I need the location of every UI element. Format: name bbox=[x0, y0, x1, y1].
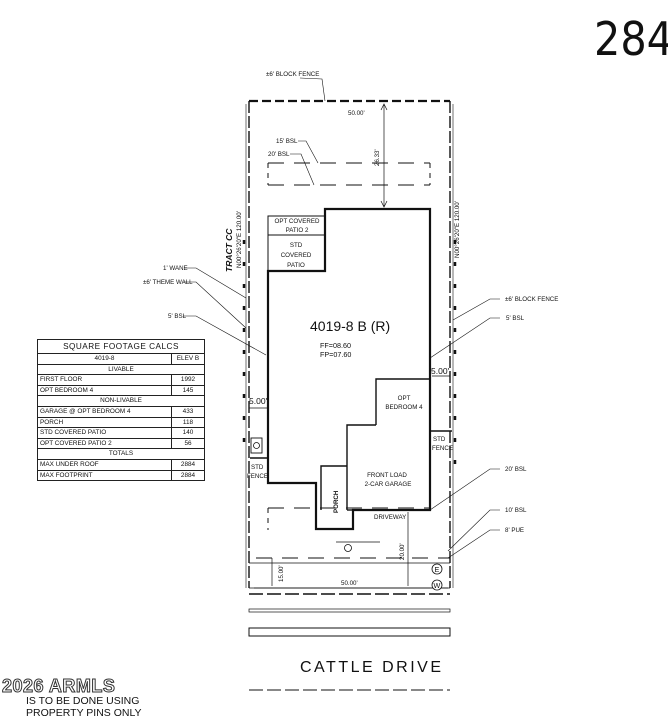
table-row-label: FIRST FLOOR bbox=[37, 374, 172, 386]
bsl-20-label: 20' BSL bbox=[268, 151, 290, 158]
table-row-label: OPT COVERED PATIO 2 bbox=[37, 438, 172, 450]
driveway-label: DRIVEWAY bbox=[374, 514, 406, 521]
watermark: 2026 ARMLS IS TO BE DONE USING PROPERTY … bbox=[0, 672, 142, 720]
std-covered-patio-label: STD bbox=[290, 242, 303, 249]
top-width-dimension: 50.00' bbox=[348, 110, 365, 117]
finished-floor-elevation: FF=08.60 bbox=[320, 341, 351, 350]
street bbox=[248, 593, 451, 691]
lot-boundary bbox=[242, 99, 457, 588]
porch-label: PORCH bbox=[333, 490, 340, 513]
table-title: SQUARE FOOTAGE CALCS bbox=[37, 339, 205, 354]
square-footage-table: SQUARE FOOTAGE CALCS 4019-8 ELEV B LIVAB… bbox=[37, 339, 205, 482]
dim-15: 15.00' bbox=[278, 565, 285, 582]
table-header-plan: 4019-8 bbox=[37, 353, 172, 365]
watermark-line-2: PROPERTY PINS ONLY bbox=[26, 707, 142, 719]
bearing-right: N00°26'20"E 120.00' bbox=[454, 201, 461, 258]
table-row-value: 2884 bbox=[171, 470, 205, 482]
garage-label: FRONT LOAD bbox=[367, 472, 407, 479]
std-covered-patio-label-2: COVERED bbox=[281, 252, 312, 259]
dim-5-left: 5.00' bbox=[249, 396, 268, 406]
table-row-value: 145 bbox=[171, 385, 205, 397]
table-header-elev: ELEV B bbox=[171, 353, 205, 365]
std-fence-right-label: STD bbox=[433, 436, 446, 443]
table-row-label: GARAGE @ OPT BEDROOM 4 bbox=[37, 406, 172, 418]
house-footprint bbox=[266, 207, 432, 531]
table-row-label: STD COVERED PATIO bbox=[37, 427, 172, 439]
rear-setback-dimension: 26.33' bbox=[374, 149, 381, 166]
opt-covered-patio-2-label-2: PATIO 2 bbox=[286, 227, 309, 234]
bearing-left: N00°26'20"E 120.00' bbox=[236, 211, 243, 268]
std-fence-left-label-2: FENCE bbox=[247, 473, 268, 480]
table-row-value: 1992 bbox=[171, 374, 205, 386]
bsl-20-front-label: 20' BSL bbox=[505, 466, 527, 473]
bottom-width-dimension: 50.00' bbox=[341, 580, 358, 587]
table-section-heading: TOTALS bbox=[37, 448, 205, 460]
finished-pad-elevation: FP=07.60 bbox=[320, 350, 351, 359]
marker-w bbox=[431, 579, 443, 591]
bsl-10-front-label: 10' BSL bbox=[505, 507, 527, 514]
table-section-heading: NON-LIVABLE bbox=[37, 395, 205, 407]
marker-w-label: W bbox=[434, 581, 441, 590]
plan-label: 4019-8 B (R) bbox=[310, 318, 390, 334]
bsl-5-left-label: 5' BSL bbox=[168, 313, 187, 320]
garage-label-2: 2-CAR GARAGE bbox=[365, 481, 412, 488]
bsl-15-label: 15' BSL bbox=[276, 138, 298, 145]
fence-stubs bbox=[250, 430, 452, 459]
table-row-label: OPT BEDROOM 4 bbox=[37, 385, 172, 397]
bsl-5-right-label: 5' BSL bbox=[506, 315, 525, 322]
table-row-label: MAX UNDER ROOF bbox=[37, 459, 172, 471]
table-section-heading: LIVABLE bbox=[37, 364, 205, 376]
pue-8-label: 8' PUE bbox=[505, 527, 524, 534]
table-row-label: PORCH bbox=[37, 417, 172, 429]
table-row-value: 2884 bbox=[171, 459, 205, 471]
block-fence-top-label: ±6' BLOCK FENCE bbox=[266, 71, 319, 78]
table-row-value: 140 bbox=[171, 427, 205, 439]
table-row-label: MAX FOOTPRINT bbox=[37, 470, 172, 482]
theme-wall-label: ±6' THEME WALL bbox=[143, 279, 193, 286]
table-row-value: 118 bbox=[171, 417, 205, 429]
tract-label: TRACT CC bbox=[224, 228, 234, 272]
dim-5-right: 5.00' bbox=[431, 366, 450, 376]
watermark-brand: 2026 ARMLS bbox=[1, 676, 116, 697]
marker-e-label: E bbox=[435, 565, 440, 574]
std-fence-left-label: STD bbox=[251, 464, 264, 471]
std-fence-right-label-2: FENCE bbox=[432, 445, 453, 452]
table-row-value: 433 bbox=[171, 406, 205, 418]
opt-covered-patio-2-label: OPT COVERED bbox=[275, 218, 320, 225]
dim-20: 20.00' bbox=[399, 543, 406, 560]
opt-bedroom-4-label: OPT bbox=[398, 395, 411, 402]
leader-lines bbox=[183, 77, 500, 559]
street-name: CATTLE DRIVE bbox=[300, 659, 444, 676]
utility-markers bbox=[344, 544, 443, 591]
table-row-value: 56 bbox=[171, 438, 205, 450]
watermark-line-1: IS TO BE DONE USING bbox=[26, 695, 140, 707]
marker-e bbox=[431, 563, 443, 575]
lot-number: 284 bbox=[594, 12, 668, 66]
dimension-lines bbox=[249, 103, 450, 589]
block-fence-right-label: ±6' BLOCK FENCE bbox=[505, 296, 558, 303]
opt-bedroom-4-label-2: BEDROOM 4 bbox=[385, 404, 423, 411]
wane-label: 1' WANE bbox=[163, 265, 188, 272]
std-covered-patio-label-3: PATIO bbox=[287, 262, 305, 269]
setback-lines bbox=[249, 162, 450, 589]
